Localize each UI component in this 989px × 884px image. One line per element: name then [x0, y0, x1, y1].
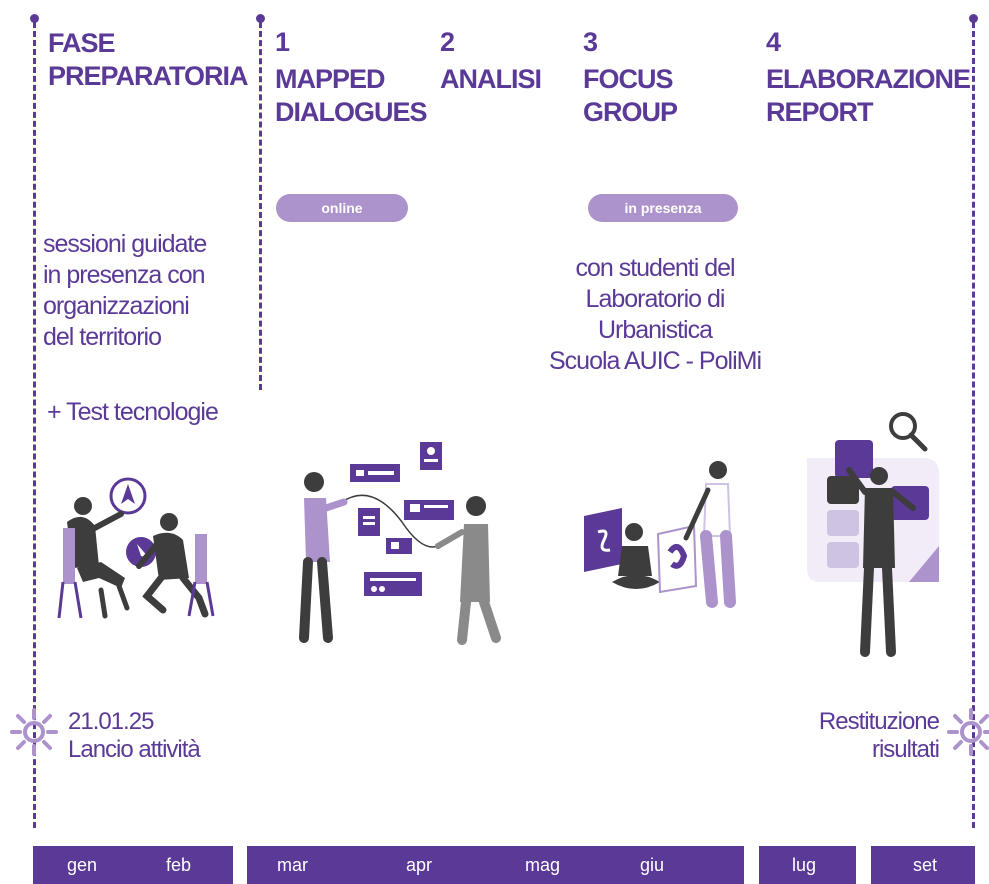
month-bar-prep: gen feb — [33, 846, 233, 884]
month-bar-lug: lug — [759, 846, 856, 884]
timeline-right-dot — [969, 14, 978, 23]
dialogues-illustration — [299, 442, 501, 645]
magnifier-icon — [889, 412, 917, 440]
phase-2-number: 2 — [440, 27, 455, 57]
compass-icon — [109, 477, 147, 515]
month-apr: apr — [406, 855, 433, 875]
month-mar: mar — [277, 855, 308, 875]
month-gen: gen — [67, 855, 98, 875]
focus-description: con studenti del Laboratorio di Urbanist… — [548, 254, 762, 375]
prep-description: sessioni guidate in presenza con organiz… — [43, 230, 207, 351]
timeline-right-line — [972, 22, 975, 828]
month-set: set — [913, 855, 938, 875]
month-lug: lug — [792, 855, 817, 875]
report-illustration — [807, 412, 939, 657]
prep-meeting-illustration — [57, 477, 215, 619]
month-giu: giu — [640, 855, 665, 875]
timeline-left-line — [33, 22, 36, 828]
timeline-phase1-line — [259, 22, 262, 390]
focus-group-illustration — [584, 461, 736, 608]
month-mag: mag — [525, 855, 561, 875]
month-feb: feb — [166, 855, 192, 875]
sun-icon — [10, 708, 58, 756]
results-text: Restituzione risultati — [818, 708, 940, 763]
phase-3-number: 3 — [583, 27, 598, 57]
launch-text: 21.01.25 Lancio attività — [68, 708, 201, 763]
timeline-left-dot — [30, 14, 39, 23]
in-presenza-badge: in presenza — [588, 194, 738, 222]
online-badge: online — [276, 194, 408, 222]
month-bar-set: set — [871, 846, 975, 884]
prep-extra: + Test tecnologie — [47, 398, 219, 426]
phase-4-number: 4 — [766, 27, 781, 57]
phase-2-title: ANALISI — [440, 64, 542, 94]
month-bar-main: mar apr mag giu — [247, 846, 744, 884]
phase-1-number: 1 — [275, 27, 290, 57]
timeline-phase1-dot — [256, 14, 265, 23]
sun-icon — [947, 708, 989, 756]
